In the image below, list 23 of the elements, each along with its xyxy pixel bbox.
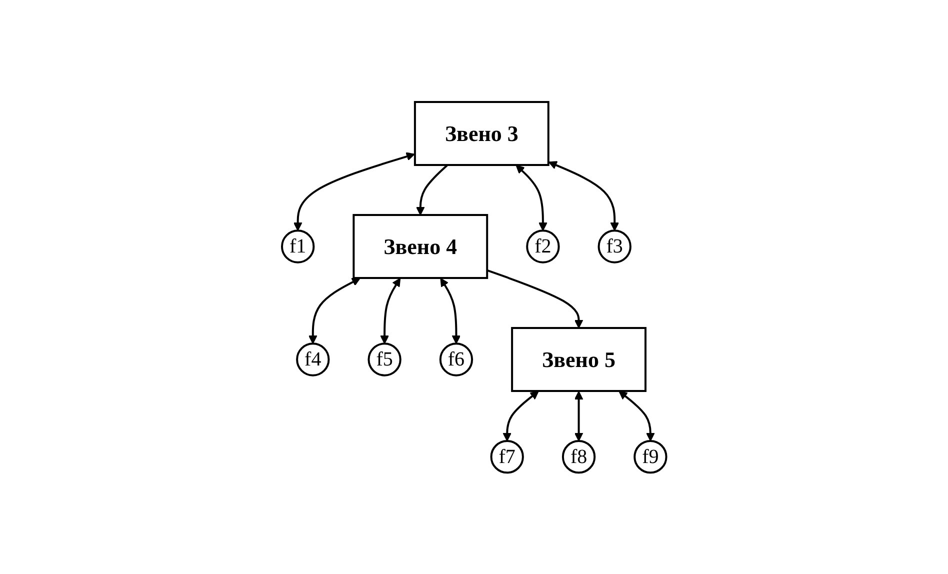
node-circle: f7	[490, 440, 524, 474]
node-circle: f9	[633, 440, 668, 474]
node-circle: f1	[280, 229, 315, 263]
arrow	[502, 390, 539, 442]
node-circle: f8	[562, 440, 596, 474]
arrow	[574, 390, 584, 442]
arrow	[416, 164, 448, 216]
arrow	[548, 160, 619, 231]
node-circle: f6	[439, 342, 473, 376]
node-box: Звено 5	[510, 326, 646, 392]
node-box: Звено 4	[352, 214, 488, 279]
arrow	[486, 269, 584, 328]
arrow	[308, 277, 360, 344]
node-circle: f5	[368, 342, 402, 376]
node-box: Звено 3	[414, 100, 550, 166]
arrow	[440, 278, 460, 344]
arrow	[293, 152, 415, 231]
node-circle: f3	[598, 229, 632, 263]
node-circle: f4	[296, 342, 330, 376]
arrow	[380, 278, 400, 344]
arrow	[516, 164, 548, 231]
node-circle: f2	[526, 229, 560, 263]
arrow	[618, 390, 655, 442]
